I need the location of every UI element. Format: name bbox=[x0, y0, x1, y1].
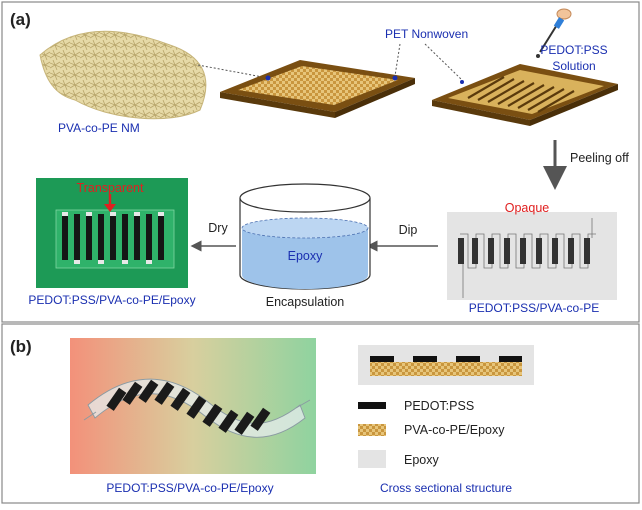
nonwoven-connector-1 bbox=[394, 43, 401, 77]
pipette-icon bbox=[536, 8, 572, 58]
panel-b-frame bbox=[1, 323, 640, 504]
transparent-caption: PEDOT:PSS/PVA-co-PE/Epoxy bbox=[28, 293, 195, 307]
solution-label-line2: Solution bbox=[552, 59, 595, 73]
legend-pedot-label: PEDOT:PSS bbox=[404, 399, 474, 413]
nonwoven-board bbox=[220, 60, 415, 118]
transparent-label: Transparent bbox=[77, 181, 144, 195]
epoxy-label: Epoxy bbox=[288, 249, 323, 263]
membrane-label: PVA-co-PE NM bbox=[58, 121, 140, 135]
solution-label-line1: PEDOT:PSS bbox=[540, 43, 607, 57]
panel-a-label: (a) bbox=[10, 10, 31, 29]
legend-pedot-swatch bbox=[358, 402, 386, 409]
panel-b-label: (b) bbox=[10, 337, 32, 356]
patterned-board bbox=[432, 64, 618, 126]
panel-a-frame bbox=[1, 1, 640, 323]
legend-epoxy-label: Epoxy bbox=[404, 453, 439, 467]
nanofiber-membrane-image bbox=[39, 30, 207, 120]
opaque-sample bbox=[447, 212, 617, 300]
epoxy-beaker bbox=[239, 183, 371, 290]
peel-label: Peeling off bbox=[570, 151, 629, 165]
transparent-sample-photo bbox=[36, 178, 188, 288]
flexible-device-render bbox=[70, 338, 316, 474]
device-caption: PEDOT:PSS/PVA-co-PE/Epoxy bbox=[106, 481, 273, 495]
nonwoven-connector-2 bbox=[424, 43, 463, 81]
legend-epoxy-swatch bbox=[358, 450, 386, 468]
dry-label: Dry bbox=[208, 221, 228, 235]
dip-label: Dip bbox=[399, 223, 418, 237]
opaque-label: Opaque bbox=[505, 201, 550, 215]
cross-caption: Cross sectional structure bbox=[380, 481, 512, 495]
nonwoven-label: PET Nonwoven bbox=[385, 27, 468, 41]
legend-pva-swatch bbox=[358, 424, 386, 436]
membrane-connector bbox=[197, 64, 269, 79]
legend-pva-label: PVA-co-PE/Epoxy bbox=[404, 423, 505, 437]
opaque-caption: PEDOT:PSS/PVA-co-PE bbox=[469, 301, 599, 315]
cross-section-diagram bbox=[358, 345, 534, 385]
encapsulation-label: Encapsulation bbox=[266, 295, 345, 309]
